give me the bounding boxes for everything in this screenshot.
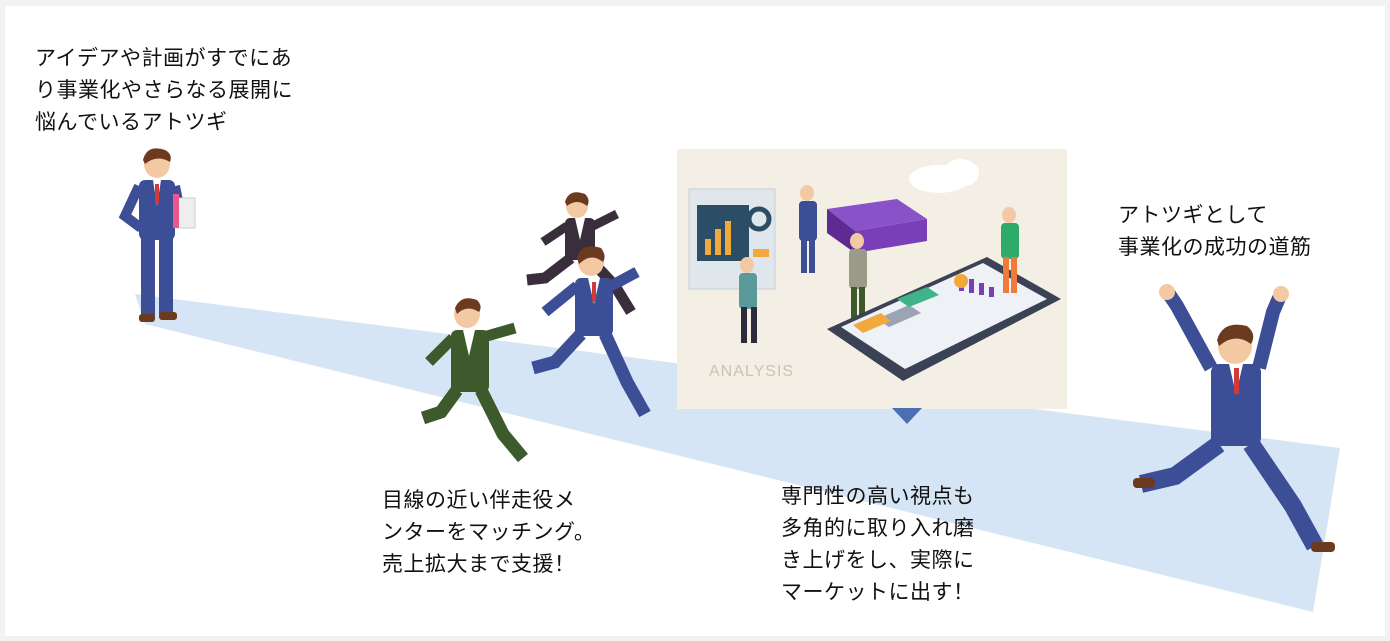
analysis-caption: 専門性の高い視点も 多角的に取り入れ磨 き上げをし、実際に マーケットに出す！ (781, 484, 975, 604)
mentor-caption: 目線の近い伴走役メ ンターをマッチング。 売上拡大まで支援！ (382, 488, 596, 576)
analysis-illustration: ANALYSIS (677, 149, 1067, 409)
analysis-label: ANALYSIS (709, 363, 795, 380)
slide-frame: アイデアや計画がすでにあ り事業化やさらなる展開に 悩んでいるアトツギ 目線の近… (5, 6, 1385, 636)
person-cheering-icon (1133, 284, 1335, 552)
triangle-pointer-icon (892, 408, 922, 424)
person-standing-clipboard-icon (118, 148, 196, 322)
goal-caption: アトツギとして 事業化の成功の道筋 (1118, 203, 1312, 259)
start-caption: アイデアや計画がすでにあ り事業化やさらなる展開に 悩んでいるアトツギ (35, 46, 293, 134)
analysis-illustration-icon (688, 159, 1061, 381)
person-running-icon (420, 192, 651, 463)
progress-path (135, 294, 1340, 612)
